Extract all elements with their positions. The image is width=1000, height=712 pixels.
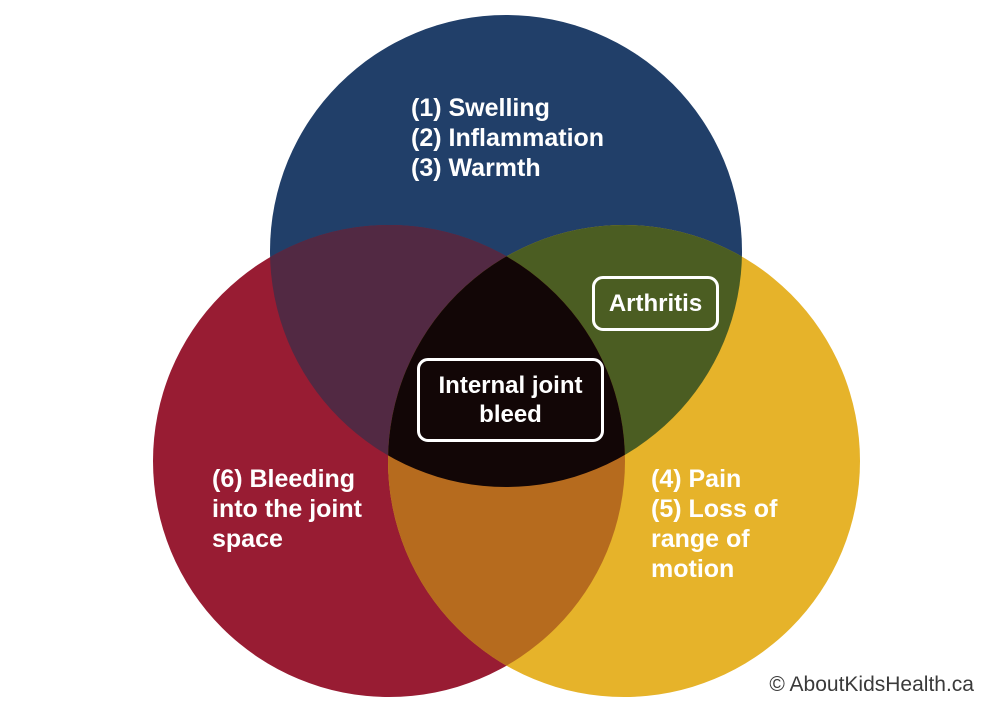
right-circle-line-3: range of (651, 525, 750, 553)
arthritis-box: Arthritis (592, 276, 719, 331)
top-circle-line-3: (3) Warmth (411, 154, 541, 182)
right-circle-line-4: motion (651, 555, 735, 583)
left-circle-line-3: space (212, 525, 283, 553)
left-circle-label: (6) Bleeding into the joint space (212, 464, 362, 554)
left-circle-line-2: into the joint (212, 495, 362, 523)
left-circle-line-1: (6) Bleeding (212, 465, 356, 493)
center-box: Internal joint bleed (417, 358, 604, 442)
right-circle-line-2: (5) Loss of (651, 495, 778, 523)
top-circle-label: (1) Swelling (2) Inflammation (3) Warmth (411, 93, 604, 183)
arthritis-label: Arthritis (608, 290, 703, 317)
right-circle-label: (4) Pain (5) Loss of range of motion (651, 464, 777, 584)
copyright-notice: © AboutKidsHealth.ca (769, 673, 974, 696)
top-circle-line-1: (1) Swelling (411, 94, 550, 122)
center-line-2: bleed (479, 401, 542, 428)
center-line-1: Internal joint (438, 372, 583, 399)
top-circle-line-2: (2) Inflammation (411, 124, 605, 152)
right-circle-line-1: (4) Pain (651, 465, 742, 493)
